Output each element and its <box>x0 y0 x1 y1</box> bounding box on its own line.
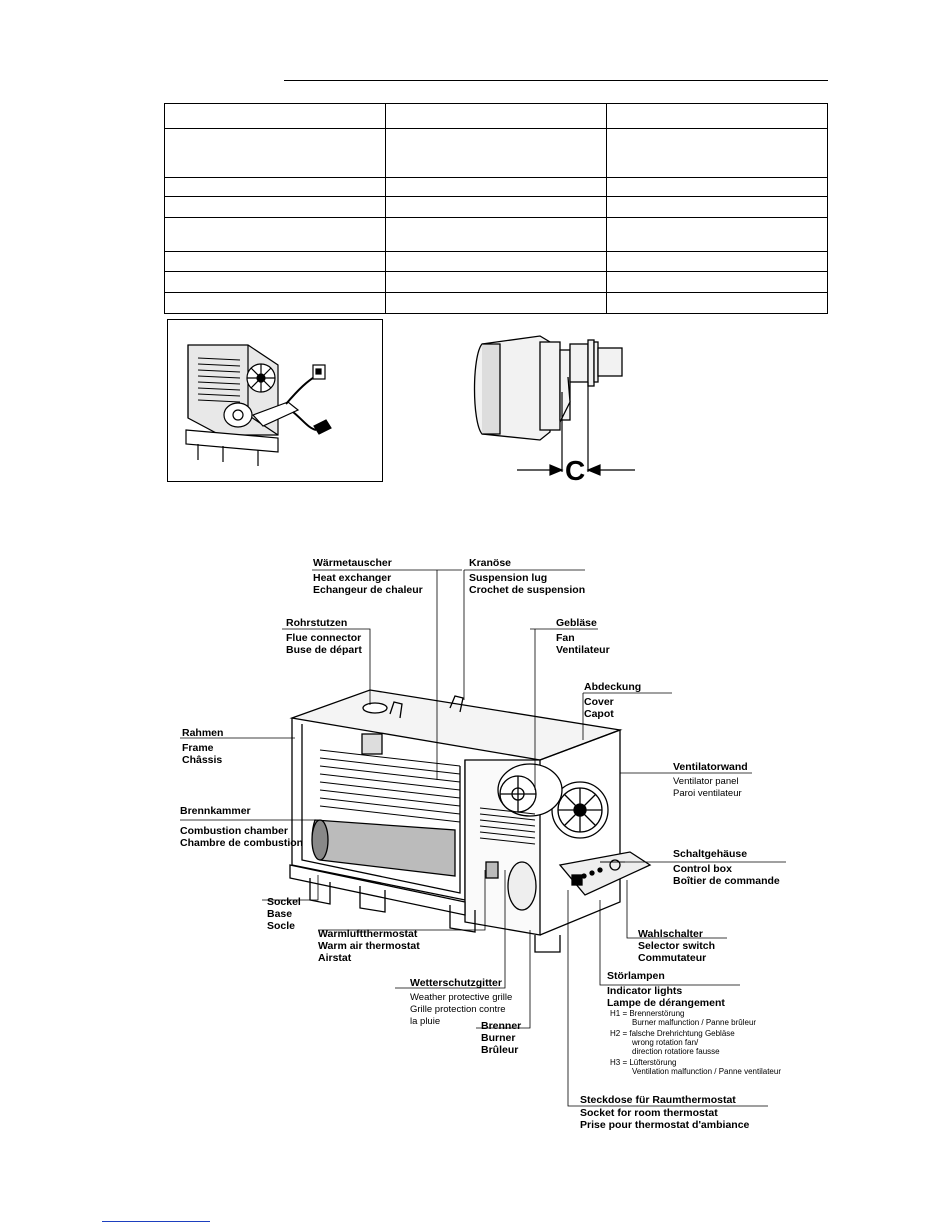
label-base: Sockel Base Socle <box>267 896 301 932</box>
label-suspension-lug: Kranöse Suspension lug Crochet de suspen… <box>469 557 586 596</box>
burner-dimension-figure: C <box>473 335 635 486</box>
label-socket-room-thermostat: Steckdose für Raumthermostat Socket for … <box>580 1094 750 1131</box>
label-heat-exchanger: Wärmetauscher Heat exchanger Echangeur d… <box>313 557 423 596</box>
dimension-c-label: C <box>565 455 585 486</box>
spec-table <box>164 103 828 314</box>
label-cover: Abdeckung Cover Capot <box>584 681 642 720</box>
label-ventilator-panel: Ventilatorwand Ventilator panel Paroi ve… <box>673 761 748 799</box>
label-control-box: Schaltgehäuse Control box Boîtier de com… <box>673 848 780 887</box>
table-cell <box>385 128 607 178</box>
label-burner: Brenner Burner Brûleur <box>481 1020 522 1056</box>
label-weather-grille: Wetterschutzgitter Weather protective gr… <box>410 977 513 1027</box>
footer-link-underline <box>102 1221 210 1222</box>
header-rule <box>284 80 828 81</box>
table-row <box>164 217 828 252</box>
label-warm-air-thermostat: Warmluftthermostat Warm air thermostat A… <box>318 928 420 964</box>
label-selector-switch: Wahlschalter Selector switch Commutateur <box>638 928 716 964</box>
unit-overview-figure <box>167 319 383 482</box>
table-row <box>164 292 828 314</box>
label-frame: Rahmen Frame Châssis <box>182 727 224 766</box>
main-unit-drawing <box>289 689 652 953</box>
label-fan: Gebläse Fan Ventilateur <box>556 617 610 656</box>
table-row <box>164 196 828 218</box>
table-cell <box>606 292 828 314</box>
label-indicator-lights: Störlampen Indicator lights Lampe de dér… <box>607 970 725 1009</box>
unit-overview-drawing <box>185 344 332 466</box>
table-row <box>164 251 828 272</box>
label-flue-connector: Rohrstutzen Flue connector Buse de dépar… <box>286 617 362 656</box>
indicator-lights-legend: H1 = Brennerstörung Burner malfunction /… <box>610 1009 781 1076</box>
label-combustion-chamber: Brennkammer Combustion chamber Chambre d… <box>180 805 304 849</box>
